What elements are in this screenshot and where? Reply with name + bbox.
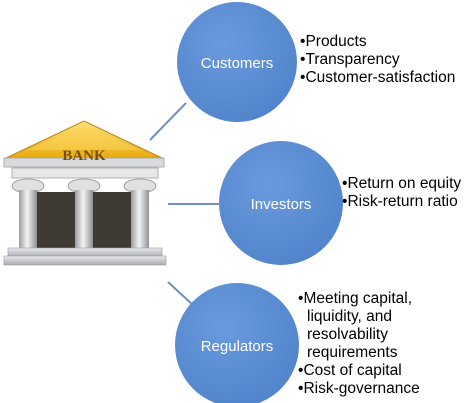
connector-customers [149, 102, 187, 141]
connector-regulators [167, 281, 195, 307]
node-regulators: Regulators [175, 283, 299, 403]
bullet-item: Meeting capital, [298, 290, 420, 308]
bullet-item: Cost of capital [298, 362, 420, 380]
node-regulators-label: Regulators [201, 338, 274, 355]
bullet-item: Risk-return ratio [342, 193, 461, 211]
bullet-item: Risk-governance [298, 380, 419, 398]
bullet-item: Products [300, 33, 455, 51]
node-customers-label: Customers [201, 55, 274, 72]
bullet-item: Return on equity [342, 175, 461, 193]
node-customers: Customers [177, 2, 297, 122]
bank-building-icon: BANK [3, 120, 167, 266]
bullet-item: Transparency [300, 51, 455, 69]
bullet-item: Customer-satisfaction [300, 69, 455, 87]
customers-bullet-list: Products Transparency Customer-satisfact… [300, 33, 455, 87]
bullet-continuation: requirements [307, 344, 398, 361]
node-investors-label: Investors [251, 196, 312, 213]
bullet-continuation: liquidity, and [307, 308, 393, 325]
bank-sign: BANK [62, 148, 106, 164]
bullet-continuation: resolvability [307, 326, 388, 343]
regulators-bullet-list: Meeting capital, liquidity, and resolvab… [298, 290, 420, 398]
investors-bullet-list: Return on equity Risk-return ratio [342, 175, 461, 211]
node-investors: Investors [219, 141, 343, 265]
